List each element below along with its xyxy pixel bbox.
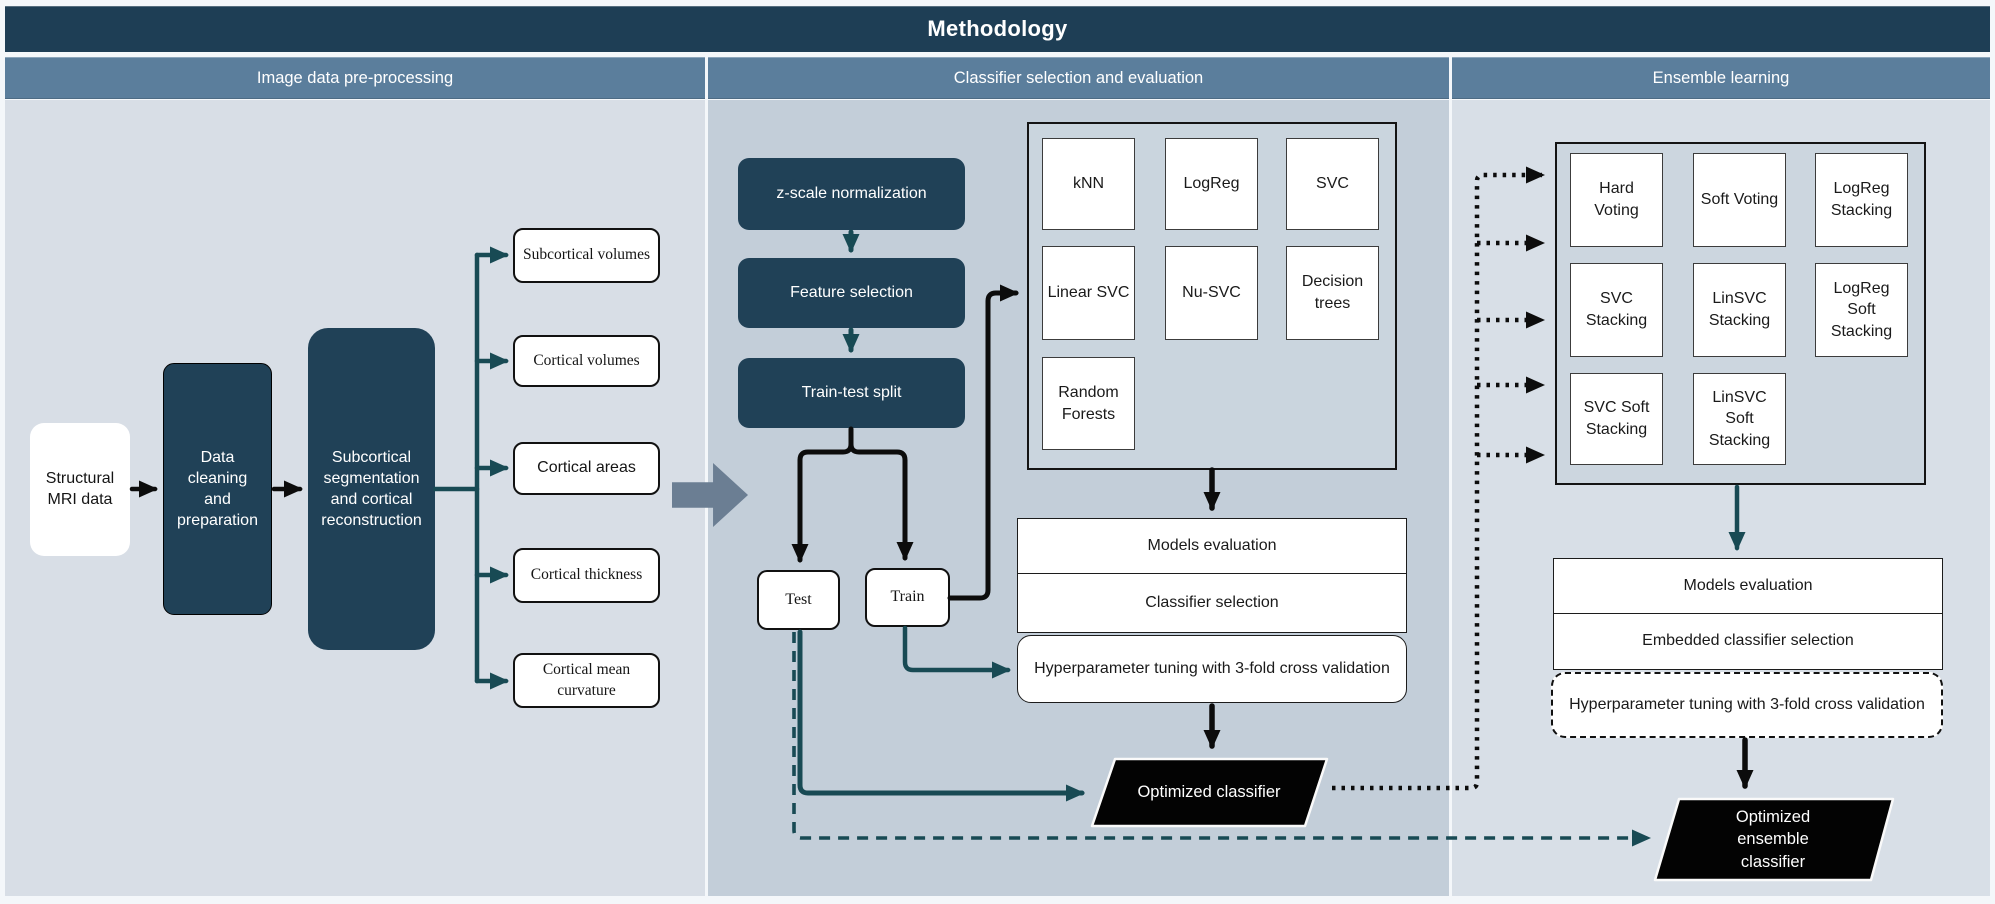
output-label: Cortical volumes xyxy=(533,351,640,369)
diagram-title: Methodology xyxy=(927,16,1068,41)
embedded-classifier-selection-box: Embedded classifier selection xyxy=(1553,613,1943,670)
section-header-classifier: Classifier selection and evaluation xyxy=(708,57,1449,99)
output-label: Cortical mean curvature xyxy=(542,661,631,699)
hyperparameter-tuning-box: Hyperparameter tuning with 3-fold cross … xyxy=(1017,635,1407,703)
classifier-label: Decision trees xyxy=(1301,273,1364,312)
output-cortical-volumes: Cortical volumes xyxy=(513,335,660,387)
ensemble-hyperparameter-tuning-label: Hyperparameter tuning with 3-fold cross … xyxy=(1569,695,1925,713)
output-label: Cortical thickness xyxy=(530,566,643,584)
output-cortical-areas: Cortical areas xyxy=(513,442,660,495)
ensemble-soft-voting: Soft Voting xyxy=(1693,153,1786,247)
structural-mri-data-label: Structural MRI data xyxy=(45,469,115,508)
classifier-selection-box: Classifier selection xyxy=(1017,573,1407,633)
diagram-title-bar: Methodology xyxy=(5,6,1990,52)
ensemble-svc-stacking: SVC Stacking xyxy=(1570,263,1663,357)
ensemble-label: LogReg Stacking xyxy=(1830,180,1893,219)
output-cortical-thickness: Cortical thickness xyxy=(513,548,660,603)
classifier-decision-trees: Decision trees xyxy=(1286,246,1379,340)
structural-mri-data-box: Structural MRI data xyxy=(30,423,130,556)
ensemble-logreg-stacking: LogReg Stacking xyxy=(1815,153,1908,247)
ensemble-label: Soft Voting xyxy=(1700,191,1779,209)
classifier-selection-label: Classifier selection xyxy=(1145,593,1279,611)
classifier-label: LogReg xyxy=(1183,175,1240,193)
ensemble-svc-soft-stacking: SVC Soft Stacking xyxy=(1570,373,1663,465)
classifier-nu-svc: Nu-SVC xyxy=(1165,246,1258,340)
segmentation-label: Subcortical segmentation and cortical re… xyxy=(321,448,422,530)
ensemble-label: SVC Soft Stacking xyxy=(1583,399,1650,438)
ensemble-hard-voting: Hard Voting xyxy=(1570,153,1663,247)
classifier-label: kNN xyxy=(1072,175,1105,193)
section-header-preprocessing: Image data pre-processing xyxy=(5,57,705,99)
ensemble-linsvc-soft-stacking: LinSVC Soft Stacking xyxy=(1693,373,1786,465)
feature-selection-box: Feature selection xyxy=(738,258,965,328)
ensemble-label: Hard Voting xyxy=(1594,180,1639,219)
test-box: Test xyxy=(757,570,840,630)
output-label: Cortical areas xyxy=(537,459,636,477)
segmentation-box: Subcortical segmentation and cortical re… xyxy=(308,328,435,650)
zscale-normalization-box: z-scale normalization xyxy=(738,158,965,230)
train-box: Train xyxy=(865,568,950,627)
hyperparameter-tuning-label: Hyperparameter tuning with 3-fold cross … xyxy=(1034,659,1390,677)
ensemble-logreg-soft-stacking: LogReg Soft Stacking xyxy=(1815,263,1908,357)
ensemble-label: LogReg Soft Stacking xyxy=(1830,279,1893,340)
ensemble-label: LinSVC Soft Stacking xyxy=(1708,388,1771,449)
section-header-label: Classifier selection and evaluation xyxy=(953,68,1204,87)
ensemble-models-evaluation-box: Models evaluation xyxy=(1553,558,1943,615)
feature-selection-label: Feature selection xyxy=(790,284,913,302)
ensemble-linsvc-stacking: LinSVC Stacking xyxy=(1693,263,1786,357)
train-label: Train xyxy=(890,588,925,606)
output-subcortical-volumes: Subcortical volumes xyxy=(513,228,660,283)
classifier-linear-svc: Linear SVC xyxy=(1042,246,1135,340)
train-test-split-box: Train-test split xyxy=(738,358,965,428)
classifier-svc: SVC xyxy=(1286,138,1379,230)
ensemble-label: SVC Stacking xyxy=(1585,290,1648,329)
section-header-label: Ensemble learning xyxy=(1652,68,1790,87)
models-evaluation-label: Models evaluation xyxy=(1147,537,1277,555)
data-cleaning-label: Data cleaning and preparation xyxy=(177,448,258,530)
models-evaluation-box: Models evaluation xyxy=(1017,518,1407,575)
section-header-ensemble: Ensemble learning xyxy=(1452,57,1990,99)
classifier-label: SVC xyxy=(1316,175,1349,193)
output-cortical-mean-curvature: Cortical mean curvature xyxy=(513,653,660,708)
section-header-label: Image data pre-processing xyxy=(256,68,454,87)
data-cleaning-box: Data cleaning and preparation xyxy=(163,363,272,615)
test-label: Test xyxy=(785,590,812,608)
train-test-split-label: Train-test split xyxy=(801,384,902,402)
zscale-label: z-scale normalization xyxy=(776,185,927,203)
classifier-knn: kNN xyxy=(1042,138,1135,230)
ensemble-label: LinSVC Stacking xyxy=(1708,290,1771,329)
output-label: Subcortical volumes xyxy=(523,246,650,264)
classifier-label: Nu-SVC xyxy=(1182,284,1241,302)
classifier-random-forests: Random Forests xyxy=(1042,357,1135,450)
classifier-label: Random Forests xyxy=(1058,383,1119,423)
classifier-logreg: LogReg xyxy=(1165,138,1258,230)
ensemble-hyperparameter-tuning-box: Hyperparameter tuning with 3-fold cross … xyxy=(1551,672,1943,738)
ensemble-models-evaluation-label: Models evaluation xyxy=(1683,577,1813,595)
classifier-label: Linear SVC xyxy=(1047,284,1130,302)
embedded-classifier-selection-label: Embedded classifier selection xyxy=(1642,632,1854,650)
